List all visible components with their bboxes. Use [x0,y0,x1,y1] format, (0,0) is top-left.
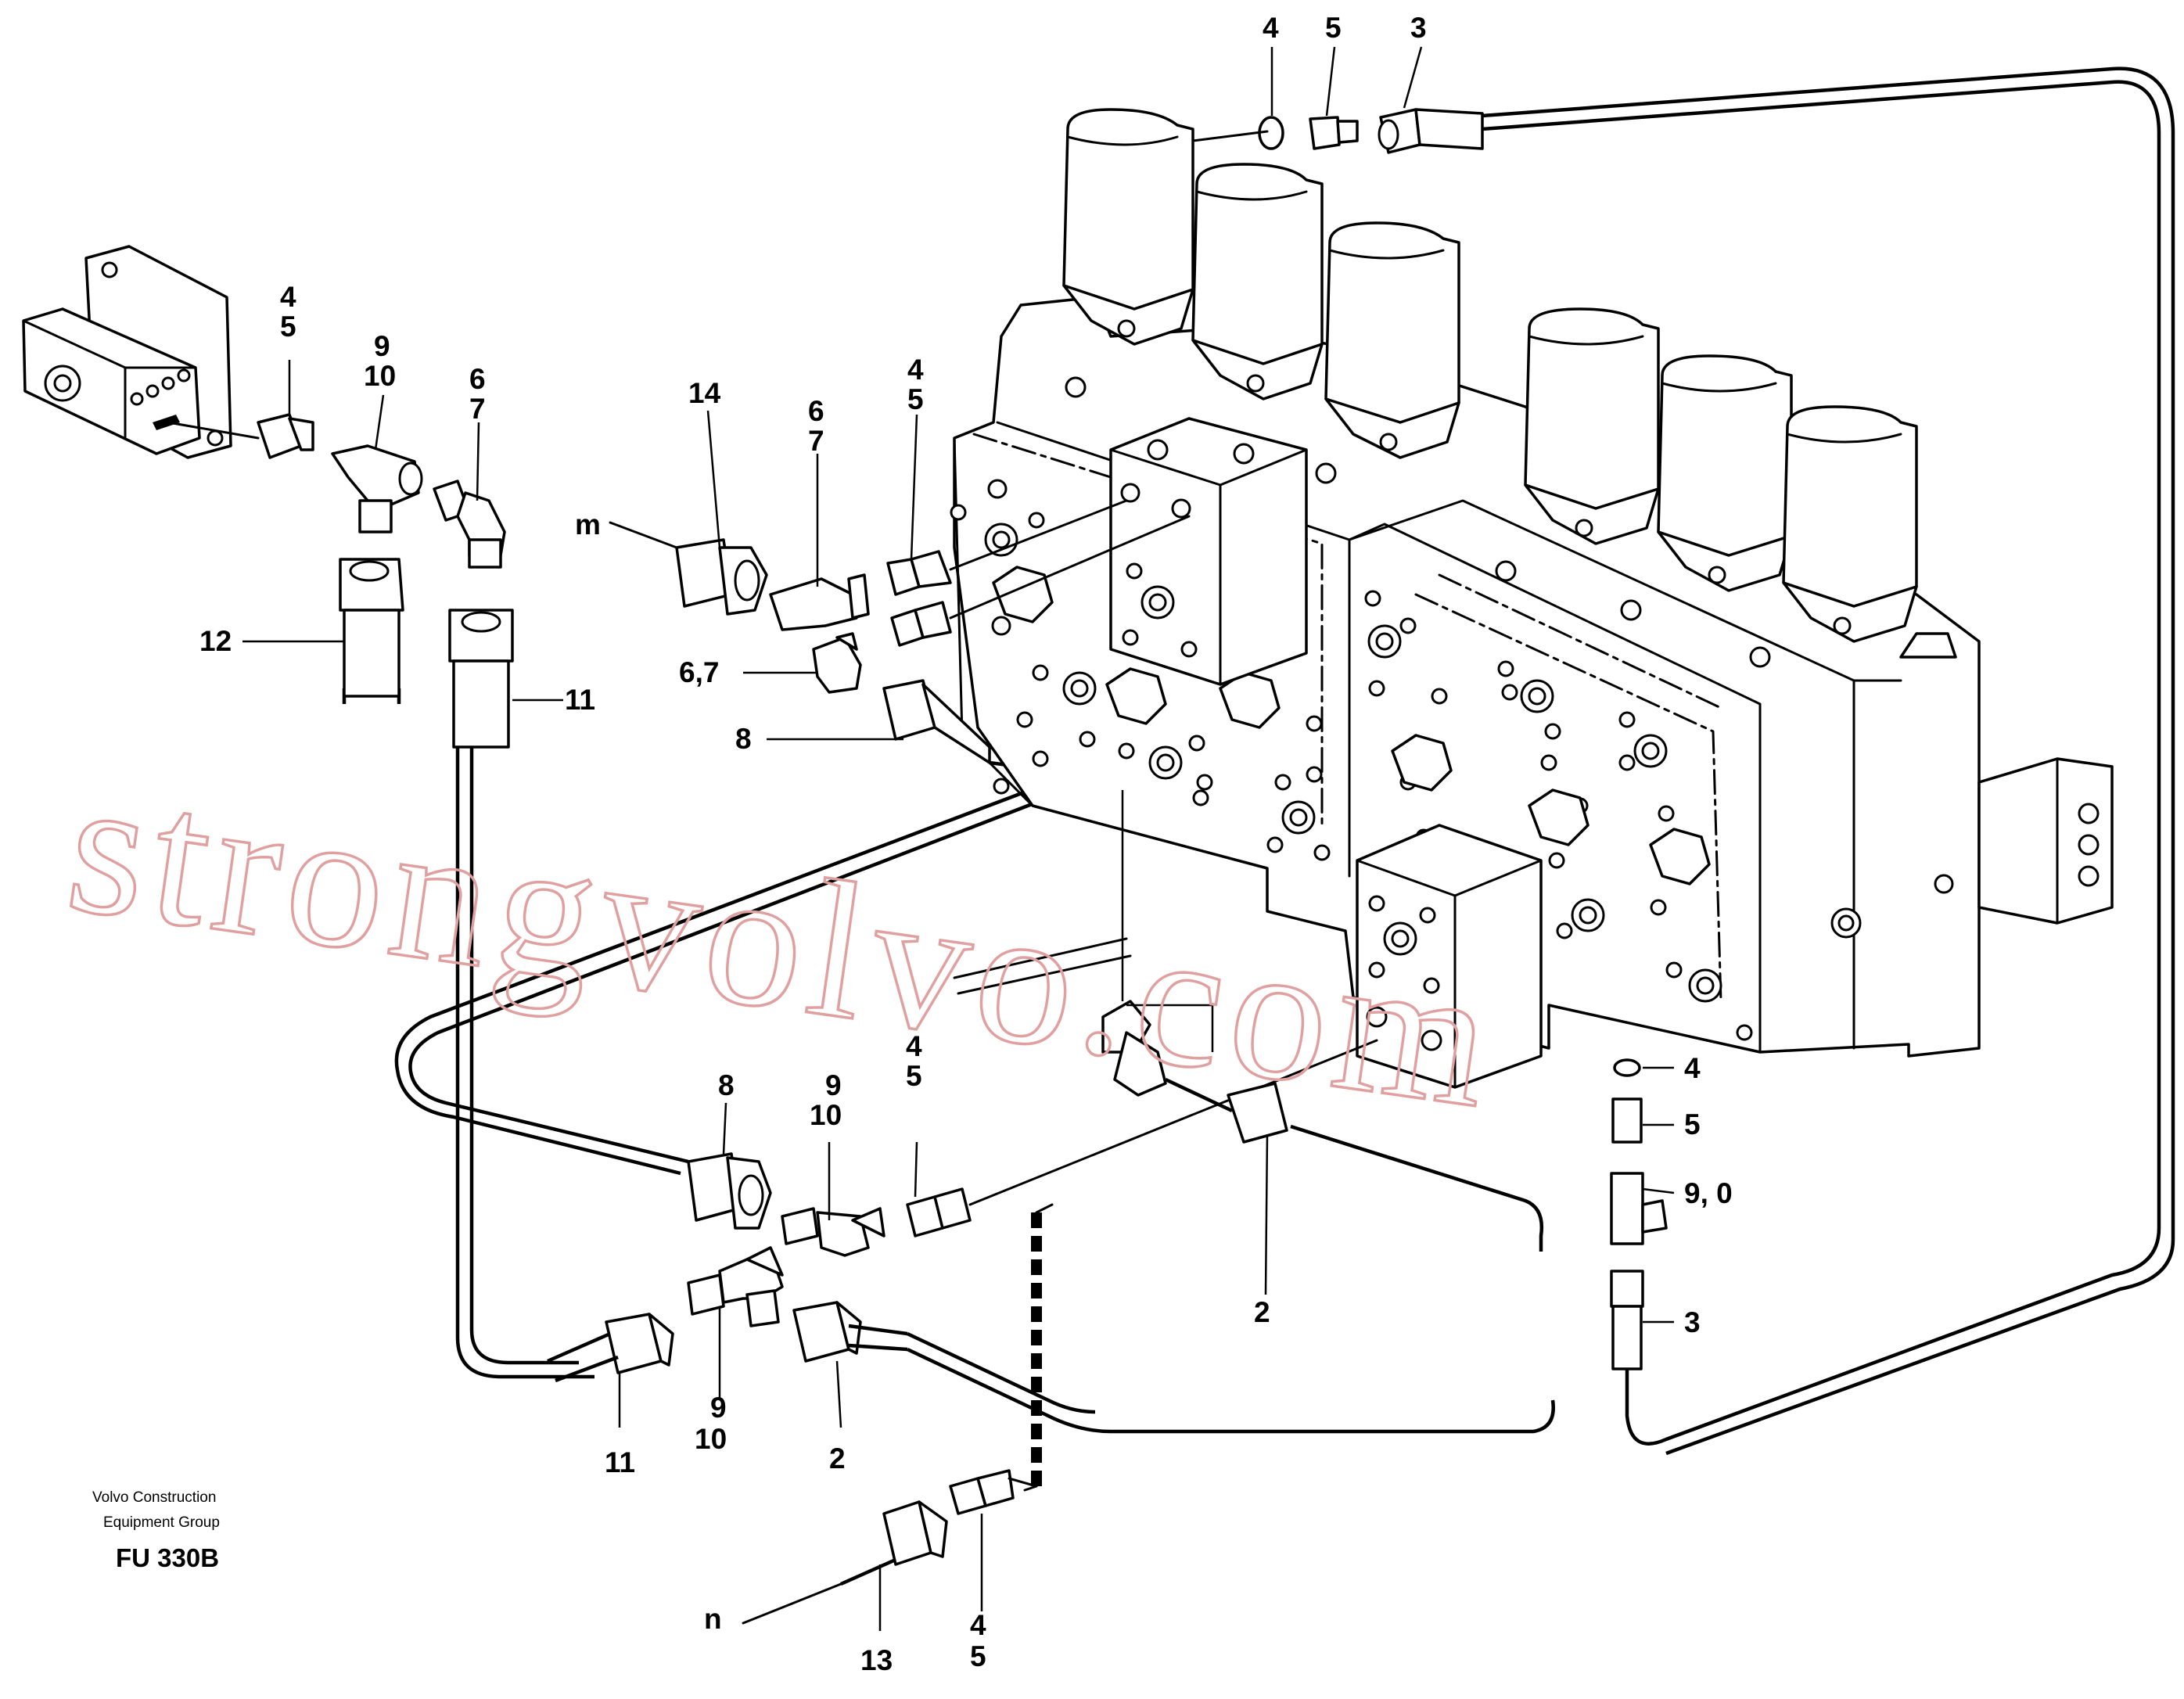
callout-label: 8 [735,723,752,755]
fittings [167,108,1668,1566]
callout-label: 4 [970,1609,986,1641]
figure-credit: Volvo Construction Equipment Group FU 33… [92,1489,220,1572]
credit-line-1: Volvo Construction [92,1489,216,1506]
callout-label: 2 [829,1442,846,1475]
solenoid-coils [1062,108,1918,668]
callout-label: 2 [1254,1296,1270,1328]
callout-label: 6,7 [679,656,719,688]
nut-right [1610,1270,1644,1308]
callout-label: 7 [808,425,824,457]
leader-lines [242,46,1675,1631]
callout-label: 4 [907,354,924,386]
callout-label: 4 [1684,1052,1701,1084]
callout-label: 9 [825,1069,842,1101]
callout-label: 5 [906,1060,922,1092]
upper-manifold-block [1109,417,1308,686]
callout-label: 5 [970,1640,986,1672]
callout-label: 3 [1410,12,1427,44]
callout-label: 3 [1684,1306,1701,1338]
callout-label: 5 [1325,12,1342,44]
callout-label: 5 [907,383,924,415]
callout-label: 6 [469,363,486,395]
callout-label: 5 [280,311,296,343]
callout-label: 4 [906,1030,922,1062]
nipple-right [1611,1097,1643,1144]
callout-label: 10 [810,1099,842,1131]
callout-label: 11 [605,1446,635,1478]
callout-label: 13 [860,1644,893,1676]
figure-code: FU 330B [116,1543,219,1572]
callout-label: 11 [565,684,595,716]
callout-label: 9 [374,330,390,362]
callout-label: 5 [1684,1108,1701,1140]
valve-ports-left [950,479,1331,861]
callout-label: m [575,508,601,541]
callout-label: 7 [469,393,486,425]
credit-line-2: Equipment Group [103,1514,220,1531]
control-valve-block [950,108,2114,1089]
callout-label: 9 [710,1392,727,1424]
pilot-control-unit [22,245,232,459]
callout-label: 6 [808,395,824,427]
callout-labels: 4 5 3 4 5 9 10 6 7 12 11 14 6 7 4 5 m 6,… [199,12,1733,1676]
callout-label: 9, 0 [1684,1177,1733,1209]
callout-label: 10 [695,1423,727,1455]
nipple-top [1309,116,1341,150]
valve-ports-right [1364,590,1753,1041]
lower-manifold-block [1356,824,1543,1089]
callout-label: 4 [1263,12,1279,44]
callout-label: 10 [364,360,396,392]
tee-right [1610,1172,1644,1245]
callout-label: 14 [688,377,721,409]
callout-label: 8 [718,1069,735,1101]
callout-label: n [704,1603,722,1635]
callout-label: 12 [199,625,232,657]
callout-label: 4 [280,281,296,313]
washer-right [1613,1058,1641,1077]
